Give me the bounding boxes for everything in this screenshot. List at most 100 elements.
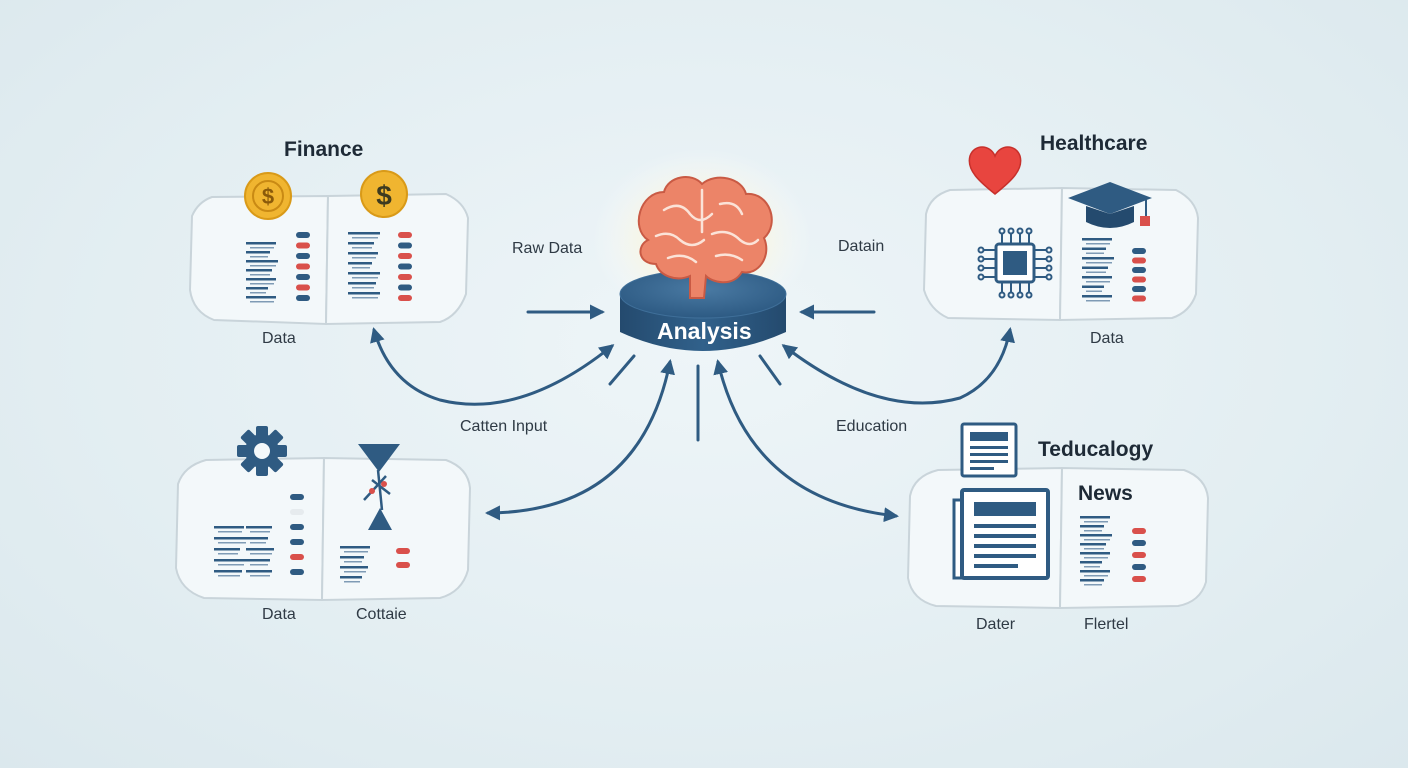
news-title-1: Teducalogy — [1038, 438, 1154, 461]
newspaper-icon — [952, 488, 1050, 580]
row-line — [1080, 543, 1106, 546]
row-line — [218, 575, 240, 577]
chip-pin — [977, 246, 985, 254]
row-line — [352, 267, 370, 269]
status-pill — [398, 232, 412, 238]
row-line — [344, 581, 360, 583]
status-pill — [296, 253, 310, 259]
row-line — [340, 576, 362, 579]
healthcare-rows — [1082, 238, 1146, 302]
row-line — [340, 566, 368, 569]
row-line — [1084, 530, 1102, 532]
graduation-cap-icon — [1068, 182, 1152, 228]
status-pill — [398, 253, 412, 259]
status-pill — [398, 295, 412, 301]
status-pill — [1132, 286, 1146, 292]
row-line — [1084, 521, 1108, 523]
stroke-center-right — [758, 354, 782, 386]
arrow-finance — [370, 327, 615, 406]
status-pill — [296, 242, 310, 249]
chip-pin — [1045, 246, 1053, 254]
finance-caption: Data — [262, 330, 296, 347]
row-line — [340, 546, 370, 549]
row-line — [246, 251, 270, 254]
status-pill — [398, 263, 412, 270]
status-pill — [1132, 540, 1146, 546]
row-line — [1086, 252, 1104, 254]
row-line — [250, 292, 266, 294]
news-left-caption: Dater — [976, 616, 1016, 633]
dollar-coin-icon: $ — [360, 170, 408, 218]
stroke-center-left — [608, 354, 636, 386]
gear-right-caption: Cottaie — [356, 606, 407, 623]
row-line — [218, 553, 238, 555]
gear-panel — [174, 456, 472, 602]
news-right-caption: Flertel — [1084, 616, 1129, 633]
row-line — [246, 242, 276, 245]
row-line — [1084, 539, 1110, 541]
row-line — [348, 252, 378, 255]
row-line — [1084, 566, 1100, 568]
status-pill — [296, 232, 310, 238]
finance-panel — [188, 192, 470, 326]
arrow-news — [713, 359, 899, 523]
gear-left-caption: Data — [262, 606, 296, 623]
row-line — [1082, 238, 1112, 241]
chip-icon — [977, 227, 1053, 299]
status-pill — [296, 295, 310, 301]
row-line — [250, 542, 266, 544]
row-line — [1086, 243, 1110, 245]
row-line — [352, 247, 372, 249]
chip-pin — [998, 227, 1006, 235]
row-line — [250, 256, 268, 258]
row-line — [250, 265, 276, 267]
row-line — [250, 283, 274, 285]
gear-rows — [214, 494, 410, 583]
row-line — [348, 292, 380, 295]
row-line — [340, 556, 364, 559]
row-line — [1084, 575, 1108, 577]
row-line — [214, 548, 240, 551]
row-line — [1082, 247, 1106, 250]
healthcare-caption: Data — [1090, 330, 1124, 347]
row-line — [348, 262, 372, 265]
chip-pin — [1007, 291, 1015, 299]
row-line — [250, 274, 270, 276]
finance-rows — [246, 232, 412, 303]
row-line — [1086, 300, 1110, 302]
status-pill — [398, 242, 412, 249]
row-line — [1080, 534, 1112, 537]
arrow-healthcare — [781, 327, 1015, 405]
row-line — [348, 282, 376, 285]
label-education: Education — [836, 418, 908, 435]
status-pill — [396, 548, 410, 554]
status-pill — [1132, 257, 1146, 264]
healthcare-title: Healthcare — [1040, 132, 1148, 155]
row-line — [348, 232, 380, 235]
row-line — [218, 564, 244, 566]
row-line — [246, 559, 270, 562]
chip-pin — [1045, 273, 1053, 281]
row-line — [1086, 262, 1112, 264]
status-pill — [296, 263, 310, 270]
chip-pin — [977, 264, 985, 272]
brain-icon — [637, 176, 773, 299]
status-pill — [398, 274, 412, 280]
row-line — [214, 537, 248, 540]
heart-icon — [968, 146, 1022, 195]
row-line — [1084, 548, 1104, 550]
row-line — [1080, 561, 1102, 564]
row-line — [1082, 266, 1108, 269]
row-line — [250, 247, 274, 249]
row-line — [250, 301, 274, 303]
row-line — [246, 526, 272, 529]
status-pill — [290, 524, 304, 530]
chip-pin — [1025, 291, 1033, 299]
status-pill — [1132, 295, 1146, 302]
chip-pin — [1045, 255, 1053, 263]
row-line — [344, 561, 362, 563]
row-line — [218, 542, 246, 544]
hourglass-icon — [358, 444, 400, 530]
chip-pin — [1016, 291, 1024, 299]
